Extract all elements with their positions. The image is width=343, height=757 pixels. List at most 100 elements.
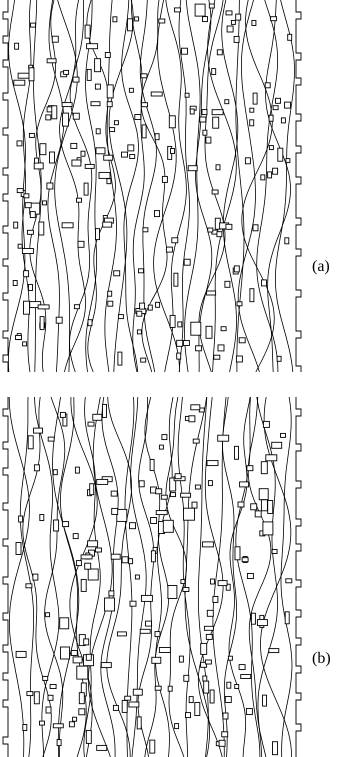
obstacle (227, 655, 233, 661)
obstacle (206, 609, 214, 617)
streamline-diagram-b (2, 397, 302, 757)
obstacle (62, 112, 69, 127)
obstacle (230, 19, 236, 25)
obstacle (271, 549, 278, 554)
obstacle (45, 706, 52, 714)
obstacle (109, 127, 116, 133)
obstacle (155, 488, 163, 495)
obstacle (168, 115, 176, 129)
panel-a: (a) (0, 0, 343, 372)
obstacle (268, 145, 274, 151)
obstacle (61, 222, 74, 229)
obstacle (23, 193, 30, 199)
obstacle (271, 441, 283, 449)
obstacle (194, 702, 201, 716)
obstacle (252, 224, 259, 232)
obstacle (150, 91, 163, 97)
streamline (69, 0, 93, 372)
obstacle (199, 116, 207, 123)
obstacle (28, 284, 33, 291)
streamline (184, 397, 211, 757)
obstacle (52, 469, 58, 476)
obstacle (268, 648, 280, 654)
streamline (59, 0, 86, 372)
obstacle (104, 52, 111, 58)
obstacle (46, 182, 54, 190)
obstacle (205, 136, 212, 144)
streamline (7, 0, 26, 372)
obstacle (192, 438, 200, 444)
obstacle (205, 325, 213, 339)
obstacle (134, 574, 140, 580)
obstacle (127, 18, 133, 32)
obstacle (211, 68, 217, 76)
obstacle (209, 689, 215, 704)
obstacle (72, 656, 83, 664)
obstacle (72, 76, 80, 83)
streamline (108, 0, 134, 372)
obstacle (202, 16, 208, 23)
obstacle (86, 68, 92, 81)
obstacle (267, 171, 273, 179)
obstacle (13, 79, 26, 86)
obstacle (207, 227, 214, 233)
obstacle (21, 248, 34, 254)
obstacle (39, 316, 45, 331)
obstacle (195, 345, 203, 352)
obstacle (262, 420, 270, 428)
obstacle (216, 231, 223, 238)
streamline (100, 397, 119, 757)
obstacle (262, 694, 267, 707)
obstacle (95, 128, 101, 135)
obstacle (103, 154, 114, 161)
obstacle (42, 675, 49, 681)
obstacle (94, 83, 101, 90)
obstacle (49, 684, 57, 689)
obstacle (185, 712, 191, 719)
obstacle (142, 227, 149, 233)
obstacle (225, 10, 233, 16)
obstacle (249, 288, 255, 303)
obstacle (39, 143, 47, 156)
obstacle (16, 188, 24, 194)
obstacle (33, 691, 40, 705)
streamline (34, 397, 60, 757)
obstacle (167, 585, 178, 599)
obstacle (45, 612, 51, 618)
streamline (155, 397, 174, 757)
obstacle (76, 665, 89, 680)
obstacle (138, 268, 144, 274)
obstacle (102, 221, 113, 228)
obstacle (218, 739, 226, 747)
obstacle (158, 444, 164, 450)
obstacle (180, 579, 186, 585)
obstacle (74, 466, 80, 474)
obstacle (238, 664, 246, 671)
obstacle (46, 106, 53, 113)
streamline (85, 0, 97, 372)
obstacle (176, 339, 184, 347)
streamline (140, 0, 168, 372)
streamline (184, 0, 201, 372)
obstacle (134, 16, 140, 22)
obstacle (183, 507, 195, 521)
obstacle (73, 304, 80, 310)
obstacle (95, 547, 102, 553)
obstacle (182, 587, 190, 592)
obstacle (236, 301, 243, 307)
obstacle (260, 461, 268, 475)
obstacle (200, 661, 208, 668)
obstacle (224, 99, 230, 105)
obstacle (85, 729, 92, 744)
obstacle (141, 124, 147, 139)
obstacle (98, 171, 111, 179)
obstacle (28, 67, 35, 82)
obstacle (161, 434, 168, 441)
obstacle (225, 583, 231, 591)
obstacle (249, 119, 255, 127)
obstacle (27, 435, 34, 450)
obstacle (173, 272, 179, 287)
obstacle (80, 578, 87, 592)
obstacle (32, 573, 39, 581)
obstacle (68, 721, 75, 728)
